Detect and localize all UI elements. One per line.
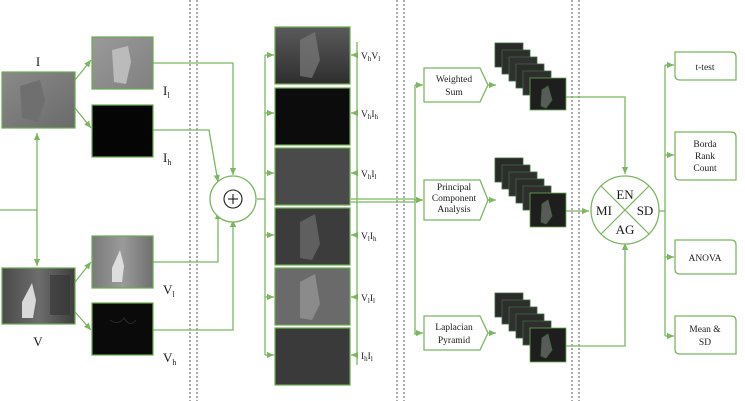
ir-low-to-fusion bbox=[153, 62, 237, 175]
connectors bbox=[0, 42, 674, 365]
method-weighted-line1: Weighted bbox=[436, 75, 472, 85]
method-pca-line1: Principal bbox=[437, 183, 472, 193]
test-borda-line2: Rank bbox=[695, 152, 715, 162]
combo-label-1: VhVl bbox=[361, 52, 380, 63]
metric-mi: MI bbox=[596, 203, 612, 218]
arrow-ir-high bbox=[74, 107, 92, 129]
test-box-borda bbox=[674, 131, 737, 181]
vis-high-image bbox=[91, 302, 154, 356]
stack-weighted bbox=[494, 42, 567, 111]
method-box-pca bbox=[423, 179, 489, 221]
stack1-to-metrics bbox=[566, 96, 629, 174]
combo-image-3 bbox=[274, 147, 351, 206]
fused-stacks bbox=[494, 42, 567, 363]
test-meansd-line1: Mean & bbox=[689, 325, 721, 335]
visible-label: V bbox=[33, 334, 43, 349]
test-boxes bbox=[674, 51, 737, 355]
ir-high-label: Ih bbox=[163, 150, 171, 167]
metric-ag: AG bbox=[616, 222, 635, 237]
combination-labels: VhVl VhIh VhIl VlIh VlIl IhIl bbox=[361, 52, 380, 363]
test-borda-line1: Borda bbox=[693, 140, 717, 150]
vis-high-label: Vh bbox=[163, 350, 176, 367]
test-borda-line3: Count bbox=[693, 164, 717, 174]
vis-low-image bbox=[91, 235, 154, 289]
stack-laplacian bbox=[494, 292, 567, 363]
test-box-anova bbox=[674, 239, 737, 275]
test-box-meansd bbox=[674, 315, 737, 355]
method-weighted-line2: Sum bbox=[445, 88, 463, 98]
stack3-to-metrics bbox=[566, 243, 629, 347]
vis-high-to-fusion bbox=[153, 220, 237, 331]
test-anova: ANOVA bbox=[688, 254, 721, 264]
combo-label-2: VhIh bbox=[361, 110, 379, 121]
combo-image-6 bbox=[274, 327, 351, 386]
section-dividers bbox=[189, 0, 580, 401]
combo-label-5: VlIl bbox=[361, 294, 375, 305]
infrared-label: I bbox=[36, 54, 40, 69]
visible-image bbox=[1, 267, 76, 325]
metrics-circle bbox=[590, 175, 660, 245]
infrared-image bbox=[1, 71, 76, 129]
combo-label-3: VhIl bbox=[361, 170, 377, 181]
method-laplacian-line1: Laplacian bbox=[435, 323, 473, 333]
stack-pca bbox=[494, 157, 567, 228]
test-box-ttest bbox=[674, 51, 737, 81]
metric-en: EN bbox=[616, 187, 634, 202]
method-pca-line3: Analysis bbox=[437, 205, 471, 215]
arrow-ir-low bbox=[74, 59, 92, 81]
combo-image-2 bbox=[274, 87, 351, 146]
fusion-operator bbox=[209, 175, 257, 223]
method-box-laplacian bbox=[423, 315, 489, 351]
method-boxes bbox=[423, 67, 489, 351]
ir-low-image bbox=[91, 36, 154, 90]
arrow-vis-low bbox=[74, 261, 92, 283]
combo-label-6: IhIl bbox=[361, 352, 373, 363]
vis-low-label: Vl bbox=[163, 282, 175, 299]
test-ttest: t-test bbox=[696, 63, 715, 73]
arrow-vis-high bbox=[74, 311, 92, 331]
ir-high-to-fusion bbox=[153, 129, 220, 183]
test-meansd-line2: SD bbox=[699, 338, 711, 348]
method-pca-line2: Component bbox=[432, 194, 477, 204]
ir-low-label: Il bbox=[163, 83, 170, 100]
method-box-weighted bbox=[423, 67, 489, 103]
method-laplacian-line2: Pyramid bbox=[438, 336, 470, 346]
combo-label-4: VlIh bbox=[361, 232, 377, 243]
metric-sd: SD bbox=[637, 203, 654, 218]
ir-high-image bbox=[91, 104, 154, 158]
vis-low-to-fusion bbox=[153, 212, 222, 263]
combination-images bbox=[274, 26, 351, 386]
